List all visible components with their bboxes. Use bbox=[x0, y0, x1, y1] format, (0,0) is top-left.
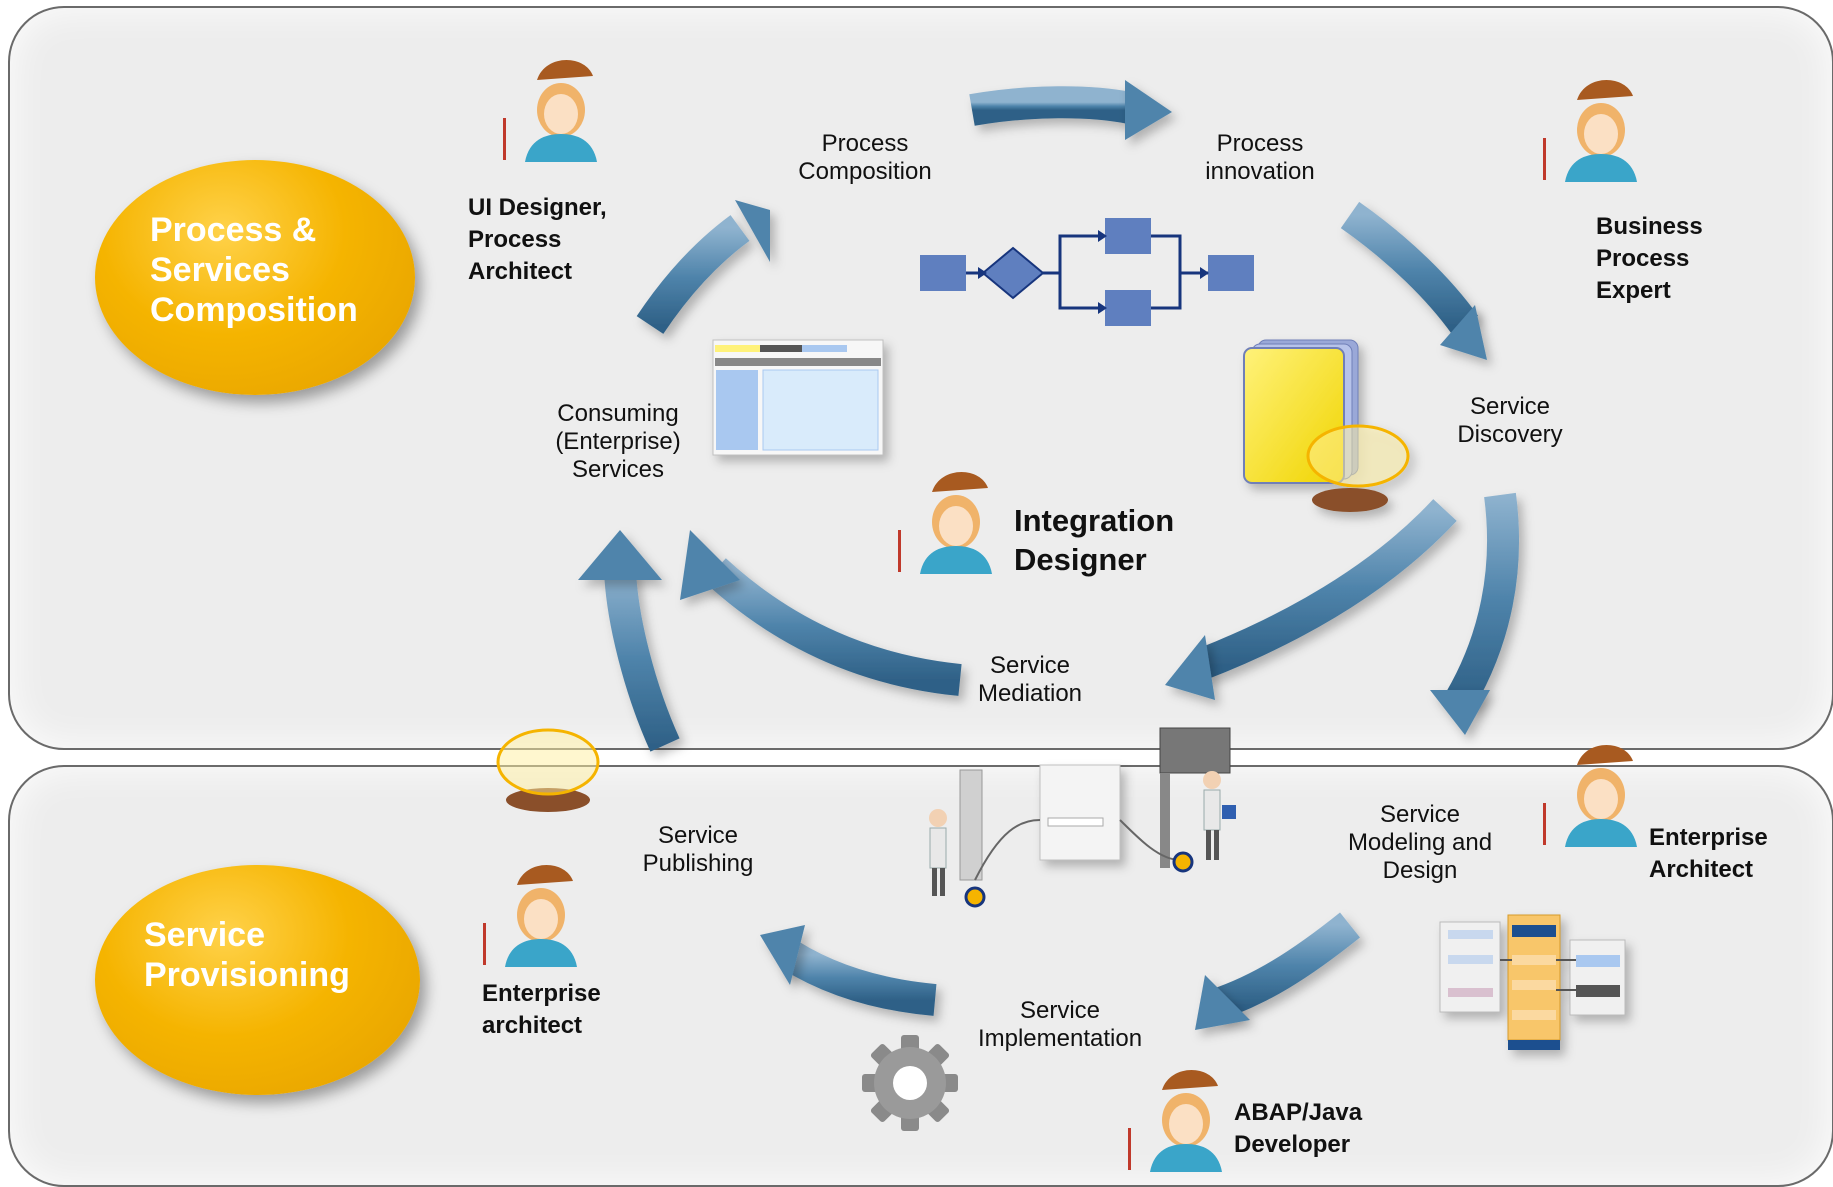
role-abap-java-developer: ABAP/Java Developer bbox=[1234, 1099, 1363, 1158]
arrowhead-innovation bbox=[1125, 80, 1172, 140]
person-icon bbox=[1543, 744, 1637, 847]
arrow-consuming-to-composition bbox=[636, 215, 750, 334]
ui-screen-icon bbox=[712, 339, 884, 456]
step-service-discovery: Service Discovery bbox=[1457, 393, 1563, 448]
step-service-modeling: Service Modeling and Design bbox=[1347, 801, 1493, 884]
role-enterprise-architect-left: Enterprise architect bbox=[482, 980, 601, 1039]
person-icon bbox=[483, 864, 577, 967]
arrowhead-composition bbox=[735, 200, 770, 262]
step-process-composition: Process Composition bbox=[798, 130, 932, 185]
step-service-publishing: Service Publishing bbox=[642, 822, 754, 877]
arrow-innovation-to-discovery bbox=[1340, 201, 1479, 335]
model-diagram-icon bbox=[1439, 914, 1626, 1050]
arrow-mediation-to-consuming bbox=[704, 558, 962, 696]
person-icon bbox=[503, 59, 597, 162]
composition-section-label: Process & Services Composition bbox=[150, 211, 358, 329]
role-ui-designer: UI Designer, Process Architect bbox=[468, 194, 607, 285]
arrow-discovery-to-mediation bbox=[1194, 499, 1457, 680]
composition-ellipse bbox=[95, 160, 415, 395]
arrow-discovery-to-modeling bbox=[1446, 492, 1520, 709]
integration-scene-icon bbox=[929, 727, 1236, 908]
arrowhead-consuming-bottom bbox=[578, 530, 662, 580]
person-icon bbox=[1543, 79, 1637, 182]
repository-ring-icon bbox=[496, 728, 600, 812]
arrow-composition-to-innovation bbox=[969, 86, 1134, 126]
arrow-modeling-to-implementation bbox=[1209, 912, 1360, 1021]
arrowhead-consuming-left bbox=[680, 530, 740, 600]
person-icon bbox=[898, 471, 992, 574]
arrow-publishing-to-consuming bbox=[604, 569, 680, 752]
step-process-innovation: Process innovation bbox=[1205, 130, 1315, 185]
role-integration-designer: Integration Designer bbox=[1014, 503, 1175, 577]
provisioning-ellipse bbox=[95, 865, 420, 1095]
step-service-mediation: Service Mediation bbox=[977, 652, 1083, 707]
role-business-process-expert: Business Process Expert bbox=[1596, 213, 1703, 304]
provisioning-section-label: Service Provisioning bbox=[144, 916, 350, 994]
arrowhead-mediation bbox=[1165, 635, 1215, 700]
person-icon bbox=[1128, 1069, 1222, 1172]
process-flow-icon bbox=[920, 218, 1254, 326]
arrowhead-implementation bbox=[1195, 975, 1250, 1030]
gear-icon bbox=[862, 1035, 958, 1131]
service-repository-book-icon bbox=[1243, 339, 1410, 512]
arrowhead-discovery bbox=[1440, 305, 1487, 360]
role-enterprise-architect-right: Enterprise Architect bbox=[1649, 824, 1768, 883]
step-consuming-services: Consuming (Enterprise) Services bbox=[555, 400, 681, 483]
arrow-implementation-to-publishing bbox=[781, 941, 937, 1016]
arrowhead-publishing bbox=[760, 925, 805, 985]
step-service-implementation: Service Implementation bbox=[977, 997, 1143, 1052]
arrowhead-modeling bbox=[1430, 690, 1490, 735]
